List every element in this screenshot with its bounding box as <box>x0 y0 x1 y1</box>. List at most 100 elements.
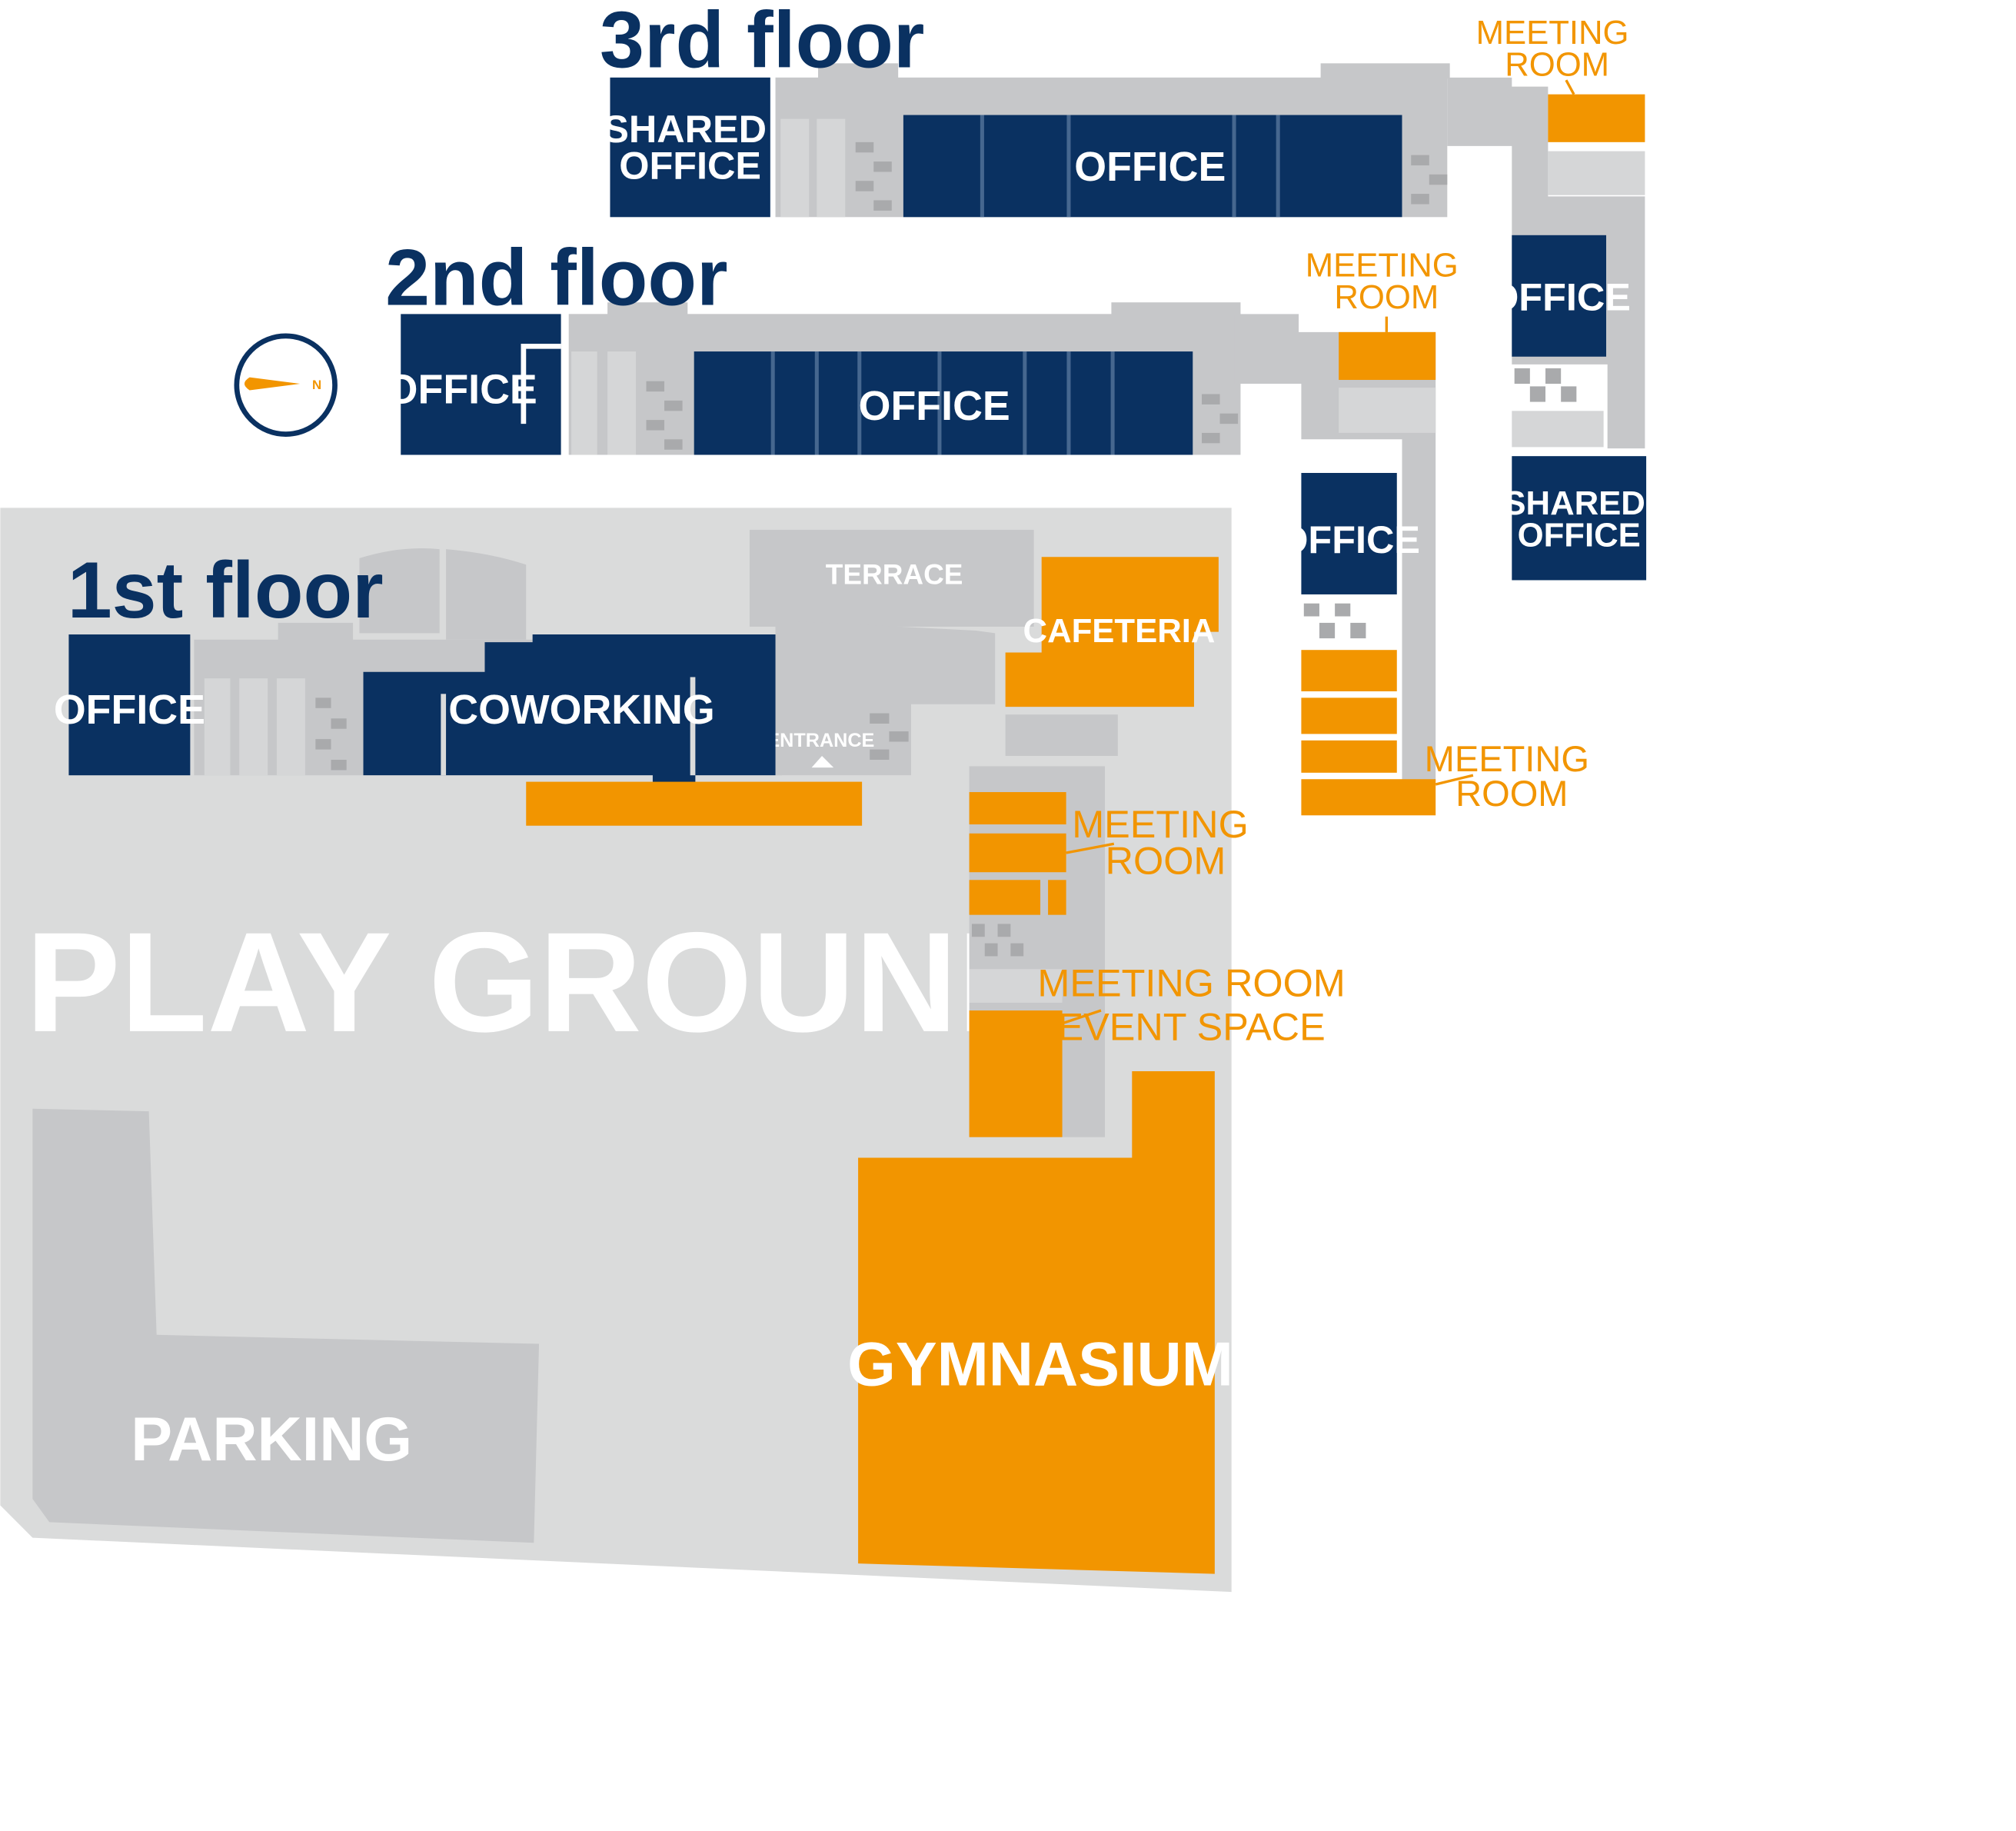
stairs-icon <box>1514 368 1577 402</box>
office-room[interactable] <box>1301 472 1397 594</box>
playground-label: PLAY GROUND <box>25 904 1060 1062</box>
shared-office-room[interactable] <box>1512 456 1647 581</box>
third-floor: SHARED OFFICE OFFICE MEETING ROOM OFFICE… <box>600 0 1655 581</box>
label-line: ROOM <box>1455 773 1568 814</box>
corridor-notch <box>607 302 688 318</box>
meeting-event-label: MEETING ROOM <box>1037 961 1345 1005</box>
wall <box>521 343 561 424</box>
leader-line <box>1066 842 1115 854</box>
compass-north-label: N <box>312 378 321 392</box>
office-dividers <box>770 351 1115 455</box>
corridor-notch <box>278 622 354 643</box>
meeting-room[interactable] <box>1301 779 1436 816</box>
office-label: OFFICE <box>1278 518 1420 561</box>
entrance-arrow-icon <box>811 755 834 768</box>
leader-line <box>1435 774 1474 786</box>
office-room[interactable] <box>903 115 1402 218</box>
meeting-room-label: MEETING ROOM <box>1425 738 1599 814</box>
meeting-room[interactable] <box>969 792 1066 825</box>
label-line: MEETING <box>1072 802 1259 846</box>
meeting-room[interactable] <box>1301 740 1397 773</box>
corridor-notch <box>1111 302 1241 318</box>
restroom <box>607 351 637 455</box>
shared-office-label: SHARED OFFICE <box>603 107 777 188</box>
label-line: OFFICE <box>619 144 761 188</box>
storage-room <box>1339 388 1436 433</box>
label-line: MEETING <box>1476 14 1638 52</box>
label-line: SHARED <box>1503 484 1655 522</box>
meeting-room-label: MEETING ROOM <box>1476 14 1638 84</box>
label-line: MEETING <box>1425 738 1599 779</box>
meeting-room[interactable] <box>1339 331 1436 381</box>
stairs-icon <box>646 381 683 450</box>
cafeteria-label: CAFETERIA <box>1023 612 1216 650</box>
restroom <box>817 118 846 218</box>
first-floor-title: 1st floor <box>68 546 384 635</box>
orange-room[interactable] <box>526 781 863 826</box>
stairs-icon <box>1202 394 1239 444</box>
storage-room <box>1005 714 1118 756</box>
gymnasium-room[interactable] <box>858 1070 1215 1574</box>
terrace-area[interactable] <box>749 529 1034 627</box>
stairs-icon <box>1411 155 1448 205</box>
second-floor-title: 2nd floor <box>385 234 728 323</box>
meeting-room[interactable] <box>1048 880 1066 915</box>
label-line: SHARED <box>603 107 777 151</box>
office-label: OFFICE <box>1074 144 1226 190</box>
meeting-room[interactable] <box>1301 697 1397 734</box>
first-floor: TERRACE ENTRANCE OFFICE COWORKING CAFETE… <box>54 529 1346 1137</box>
office-label: OFFICE <box>386 366 537 412</box>
parking-label: PARKING <box>131 1405 412 1474</box>
corridor-notch <box>1320 63 1450 79</box>
event-space-room[interactable] <box>969 1010 1063 1137</box>
restroom <box>204 678 231 776</box>
third-floor-title: 3rd floor <box>600 0 924 85</box>
stairs-icon <box>315 697 347 771</box>
second-floor: OFFICE OFFICE MEETING ROOM OFFICE MEETIN… <box>385 234 1599 816</box>
stair-tower <box>359 548 527 640</box>
storage-room <box>1548 151 1645 195</box>
gymnasium-label: GYMNASIUM <box>847 1330 1233 1399</box>
corridor-notch <box>817 63 899 79</box>
shared-office-label: SHARED OFFICE <box>1503 484 1655 554</box>
restroom <box>571 351 597 455</box>
coworking-label: COWORKING <box>448 687 714 733</box>
meeting-room[interactable] <box>1548 94 1645 142</box>
leader-line <box>1565 79 1575 95</box>
meeting-room[interactable] <box>969 880 1041 915</box>
cafeteria-room[interactable] <box>1005 557 1219 707</box>
meeting-room[interactable] <box>1301 650 1397 691</box>
meeting-room-label: MEETING ROOM <box>1072 802 1259 883</box>
entrance-hall[interactable] <box>775 620 996 776</box>
terrace-label: TERRACE <box>826 559 963 591</box>
stairs-icon <box>971 924 1024 957</box>
wall <box>441 694 447 776</box>
stairs-icon <box>870 713 909 761</box>
office-label: OFFICE <box>1489 275 1631 318</box>
restroom <box>780 118 810 218</box>
wall <box>690 677 696 776</box>
office-dividers <box>980 115 1280 218</box>
entrance-label: ENTRANCE <box>767 730 874 751</box>
office-room[interactable] <box>1512 235 1606 357</box>
label-line: ROOM <box>1505 46 1609 84</box>
label-line: ROOM <box>1334 278 1439 316</box>
restroom <box>276 678 305 776</box>
meeting-room-label: MEETING ROOM <box>1306 247 1468 317</box>
office-room[interactable] <box>68 634 191 776</box>
shared-office-room[interactable] <box>610 77 770 218</box>
restroom <box>239 678 268 776</box>
parking-area[interactable] <box>32 1108 540 1543</box>
compass-needle-icon <box>244 377 301 391</box>
stairs-icon <box>855 141 892 211</box>
coworking-room[interactable] <box>363 634 776 788</box>
label-line: OFFICE <box>1518 516 1641 554</box>
stairs-icon <box>1303 603 1366 639</box>
storage-room <box>969 969 1063 1003</box>
meeting-room[interactable] <box>969 833 1066 873</box>
office-room[interactable] <box>694 351 1193 455</box>
office-label: OFFICE <box>859 383 1010 429</box>
label-line: MEETING <box>1306 247 1468 285</box>
office-label: OFFICE <box>54 687 205 733</box>
